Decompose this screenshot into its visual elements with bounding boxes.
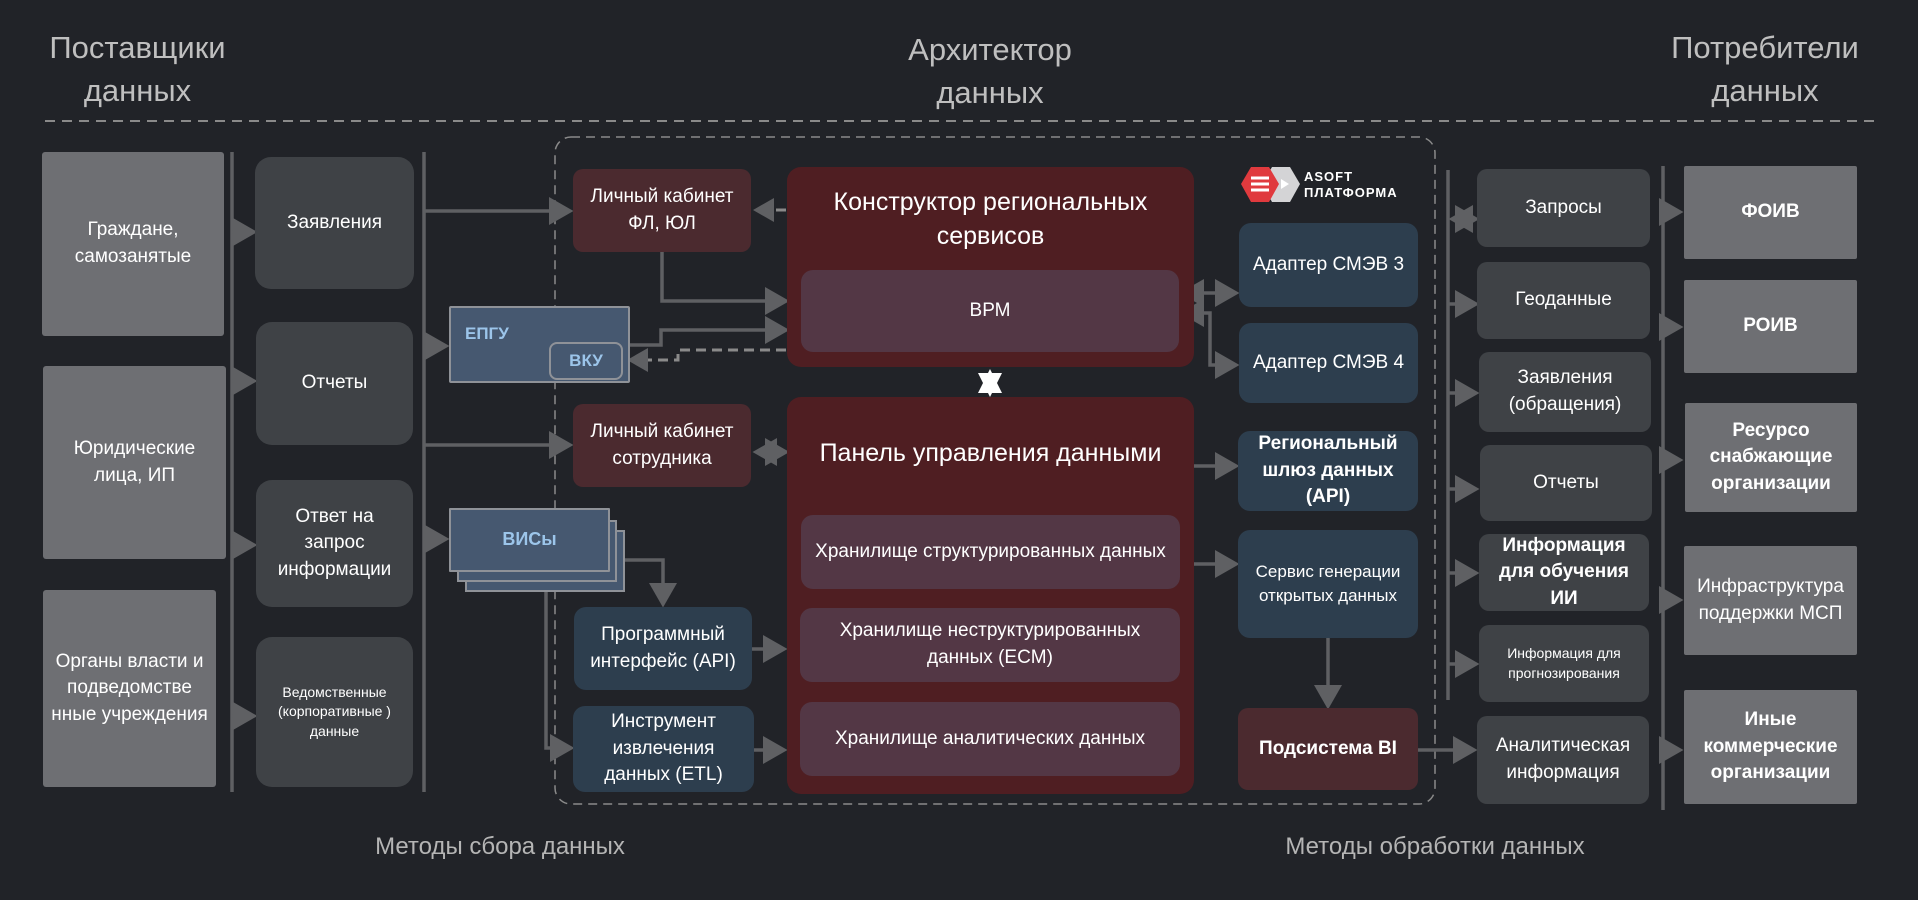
provider-authorities: Органы власти и подведомстве нные учрежд… (43, 590, 216, 787)
store-structured: Хранилище структурированных данных (801, 515, 1180, 589)
header-providers: Поставщики данных (49, 30, 226, 108)
channel-vis: ВИСы (449, 508, 610, 572)
service-gateway: Региональный шлюз данных (API) (1238, 431, 1418, 511)
consumer-foiv: ФОИВ (1684, 166, 1857, 259)
footer-processing-methods: Методы обработки данных (1285, 833, 1585, 860)
consumer-roiv: РОИВ (1684, 280, 1857, 373)
output-analytics: Аналитическая информация (1477, 716, 1649, 804)
data-type-departmental: Ведомственные (корпоративные ) данные (256, 637, 413, 787)
output-geodata: Геоданные (1477, 262, 1650, 339)
architect-frame (554, 136, 1436, 805)
data-type-info-response: Ответ на запрос информации (256, 480, 413, 607)
vrm: ВРМ (801, 270, 1179, 352)
logo-line2: ПЛАТФОРМА (1304, 185, 1398, 200)
constructor-block: Конструктор региональных сервисов ВРМ (787, 167, 1194, 367)
panel-title: Панель управления данными (819, 439, 1162, 468)
provider-citizens: Граждане, самозанятые (42, 152, 224, 336)
data-panel-block: Панель управления данными Хранилище стру… (787, 397, 1194, 794)
cabinet-employee: Личный кабинет сотрудника (573, 404, 751, 487)
header-architect: Архитектор данных (908, 32, 1072, 110)
footer-collection-methods: Методы сбора данных (375, 833, 625, 860)
store-unstructured: Хранилище неструктурированных данных (EC… (800, 608, 1180, 682)
ingest-api: Программный интерфейс (API) (574, 607, 752, 690)
output-reports: Отчеты (1480, 445, 1652, 521)
epgu-label: ЕПГУ (465, 324, 509, 343)
channel-vku: ВКУ (549, 342, 623, 380)
service-smev4: Адаптер СМЭВ 4 (1239, 323, 1418, 403)
asoft-logo-icon (1241, 167, 1300, 202)
output-applications: Заявления (обращения) (1479, 352, 1651, 432)
service-smev3: Адаптер СМЭВ 3 (1239, 223, 1418, 307)
output-ai-training: Информация для обучения ИИ (1479, 534, 1649, 611)
cabinet-citizen: Личный кабинет ФЛ, ЮЛ (573, 169, 751, 252)
ingest-etl: Инструмент извлечения данных (ETL) (573, 706, 754, 792)
consumer-commercial: Иные коммерческие организации (1684, 690, 1857, 804)
consumer-sme-infrastructure: Инфраструктура поддержки МСП (1684, 546, 1857, 655)
output-requests: Запросы (1477, 169, 1650, 247)
provider-legal-entities: Юридические лица, ИП (43, 366, 226, 559)
consumer-utilities: Ресурсо снабжающие организации (1685, 403, 1857, 512)
output-forecasting: Информация для прогнозирования (1479, 625, 1649, 702)
data-type-applications: Заявления (255, 157, 414, 289)
asoft-logo: ASOFT ПЛАТФОРМА (1238, 164, 1398, 208)
service-bi: Подсистема BI (1238, 708, 1418, 790)
constructor-title: Конструктор региональных сервисов (833, 188, 1148, 250)
service-opendata: Сервис генерации открытых данных (1238, 530, 1418, 638)
store-analytical: Хранилище аналитических данных (800, 702, 1180, 776)
header-consumers: Потребители данных (1671, 30, 1859, 108)
logo-line1: ASOFT (1304, 169, 1354, 184)
data-type-reports: Отчеты (256, 322, 413, 445)
